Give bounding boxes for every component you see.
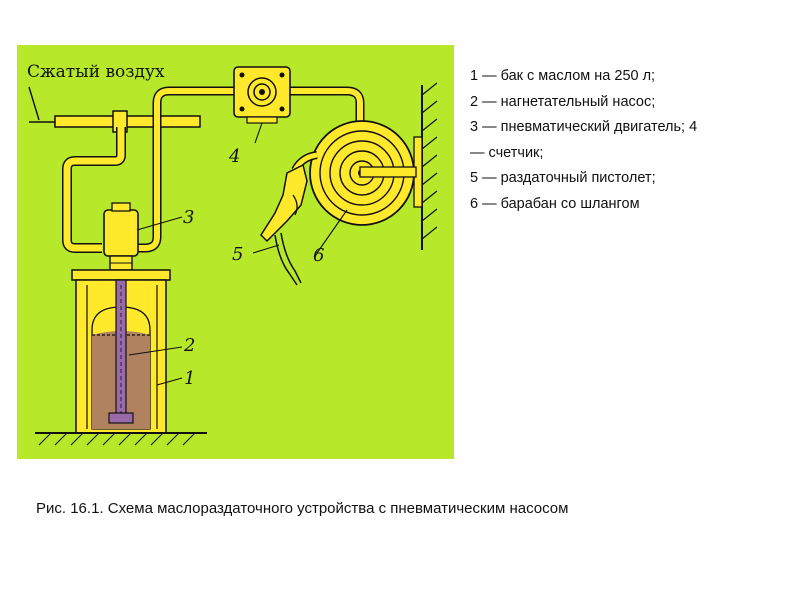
label-6: 6 [313,245,324,266]
legend-item: 3 — пневматический двигатель; 4 [470,119,698,135]
legend-item: — счетчик; [470,144,544,161]
air-pipe [54,110,201,253]
legend-item: 2 — нагнетательный насос; [470,93,656,110]
air-label: Сжатый воздух [27,62,165,82]
label-1: 1 [184,368,195,389]
legend: 1 — бак с маслом на 250 л; 2 — нагнетате… [470,64,780,217]
legend-item: 6 — барабан со шлангом [470,195,640,212]
label-2: 2 [183,335,195,356]
floor [35,432,207,446]
leader-lines [128,122,348,386]
oil-pipe [137,86,365,253]
hose-reel [309,120,417,226]
figure-caption: Рис. 16.1. Схема маслораздаточного устро… [36,500,569,517]
label-3: 3 [183,207,194,228]
label-5: 5 [232,244,243,265]
pump-rod [108,279,134,424]
legend-item: 1 — бак с маслом на 250 л; [470,68,656,84]
wall [413,82,438,250]
counter [233,66,291,124]
label-4: 4 [228,146,240,167]
oil-dispensing-diagram: Сжатый воздух [17,45,454,459]
dispensing-gun [260,163,308,286]
legend-item: 5 — раздаточный пистолет; [470,170,656,186]
